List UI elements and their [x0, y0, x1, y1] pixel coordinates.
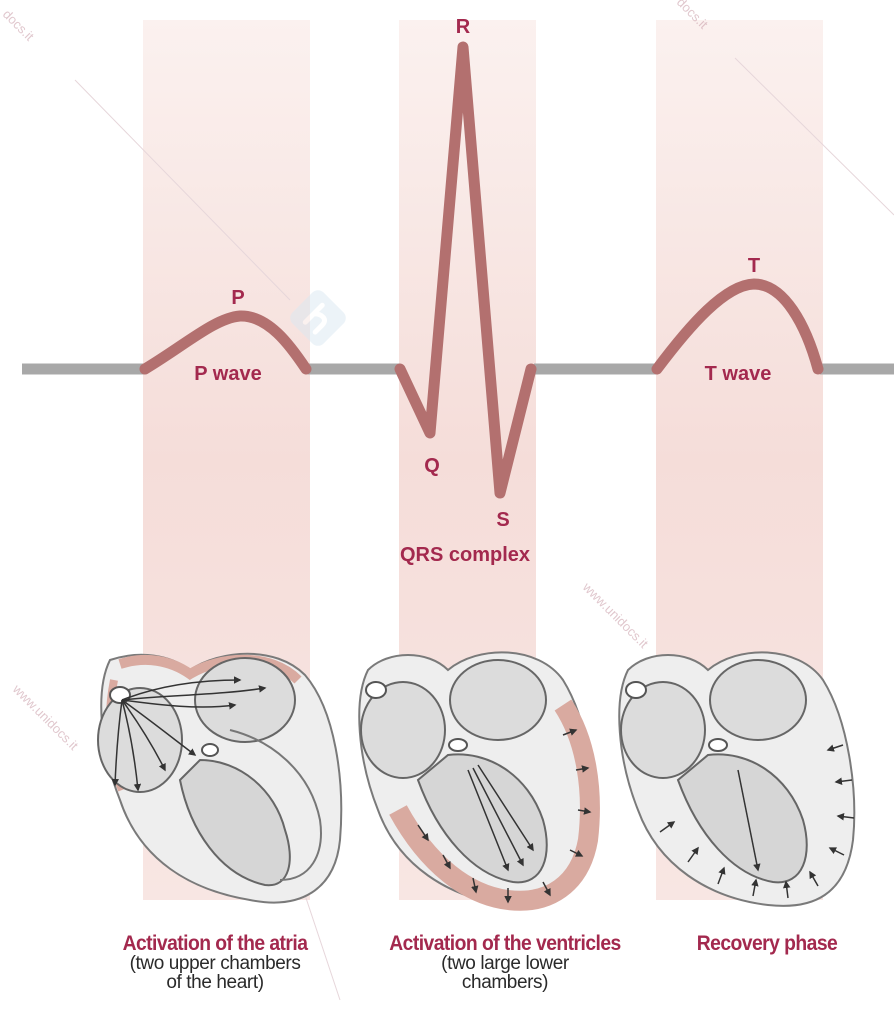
watermark-text: www.unidocs.it — [579, 579, 651, 651]
t-wave-label: T wave — [705, 363, 772, 385]
caption-recovery-title: Recovery phase — [680, 933, 855, 954]
caption-ventricles-title: Activation of the ventricles — [362, 933, 647, 954]
watermark-text: www.unidocs.it — [9, 681, 81, 753]
heart-recovery-illustration — [619, 652, 854, 906]
caption-atria: Activation of the atria (two upper chamb… — [85, 933, 345, 992]
caption-atria-sub1: (two upper chambers — [85, 954, 345, 973]
caption-atria-title: Activation of the atria — [95, 933, 334, 954]
caption-ventricles: Activation of the ventricles (two large … — [350, 933, 660, 992]
p-peak-label: P — [231, 287, 244, 309]
caption-atria-sub2: of the heart) — [85, 973, 345, 992]
s-point-label: S — [496, 509, 509, 531]
caption-ventricles-sub1: (two large lower — [350, 954, 660, 973]
q-point-label: Q — [424, 455, 440, 477]
p-wave-label: P wave — [194, 363, 261, 385]
caption-recovery: Recovery phase — [672, 933, 862, 954]
watermark-text: docs.it — [0, 7, 37, 44]
caption-ventricles-sub2: chambers) — [350, 973, 660, 992]
qrs-complex-label: QRS complex — [400, 544, 530, 566]
heart-atria-illustration — [98, 654, 341, 903]
t-peak-label: T — [748, 255, 760, 277]
heart-ventricles-illustration — [359, 652, 594, 906]
r-peak-label: R — [456, 16, 471, 38]
